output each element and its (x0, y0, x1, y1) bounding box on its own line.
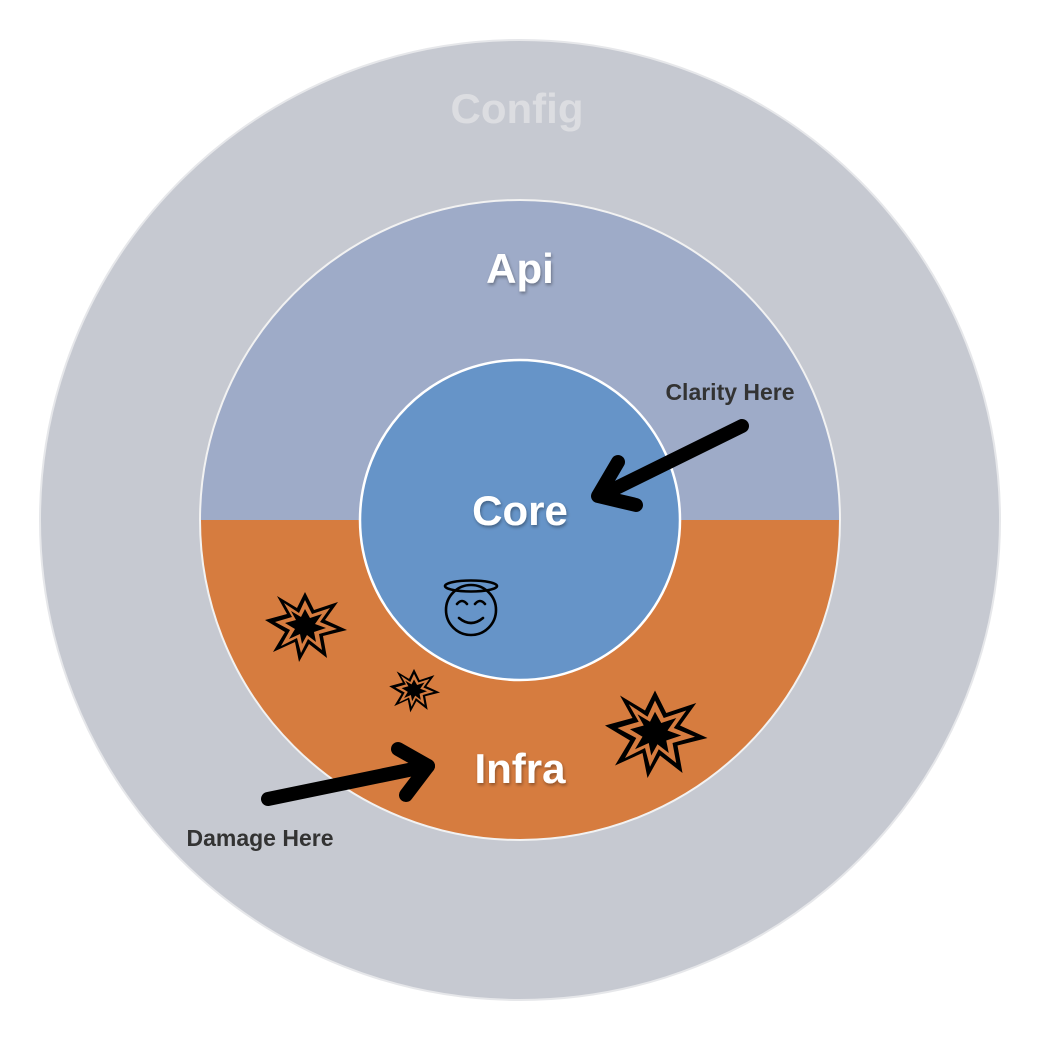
core-label: Core (472, 487, 568, 534)
clarity-arrow (591, 419, 749, 512)
core-circle (358, 358, 682, 682)
infra-label: Infra (474, 745, 566, 792)
explosion-icon (389, 668, 441, 713)
api-label: Api (486, 245, 554, 292)
config-label: Config (451, 85, 584, 132)
damage-callout: Damage Here (186, 825, 333, 851)
explosion-icon (605, 690, 708, 778)
explosion-icon (265, 592, 347, 662)
clarity-callout: Clarity Here (665, 379, 794, 405)
middle-ring-outline (199, 199, 841, 841)
damage-arrow (261, 742, 435, 806)
smiling-face-with-halo-icon (443, 579, 499, 637)
